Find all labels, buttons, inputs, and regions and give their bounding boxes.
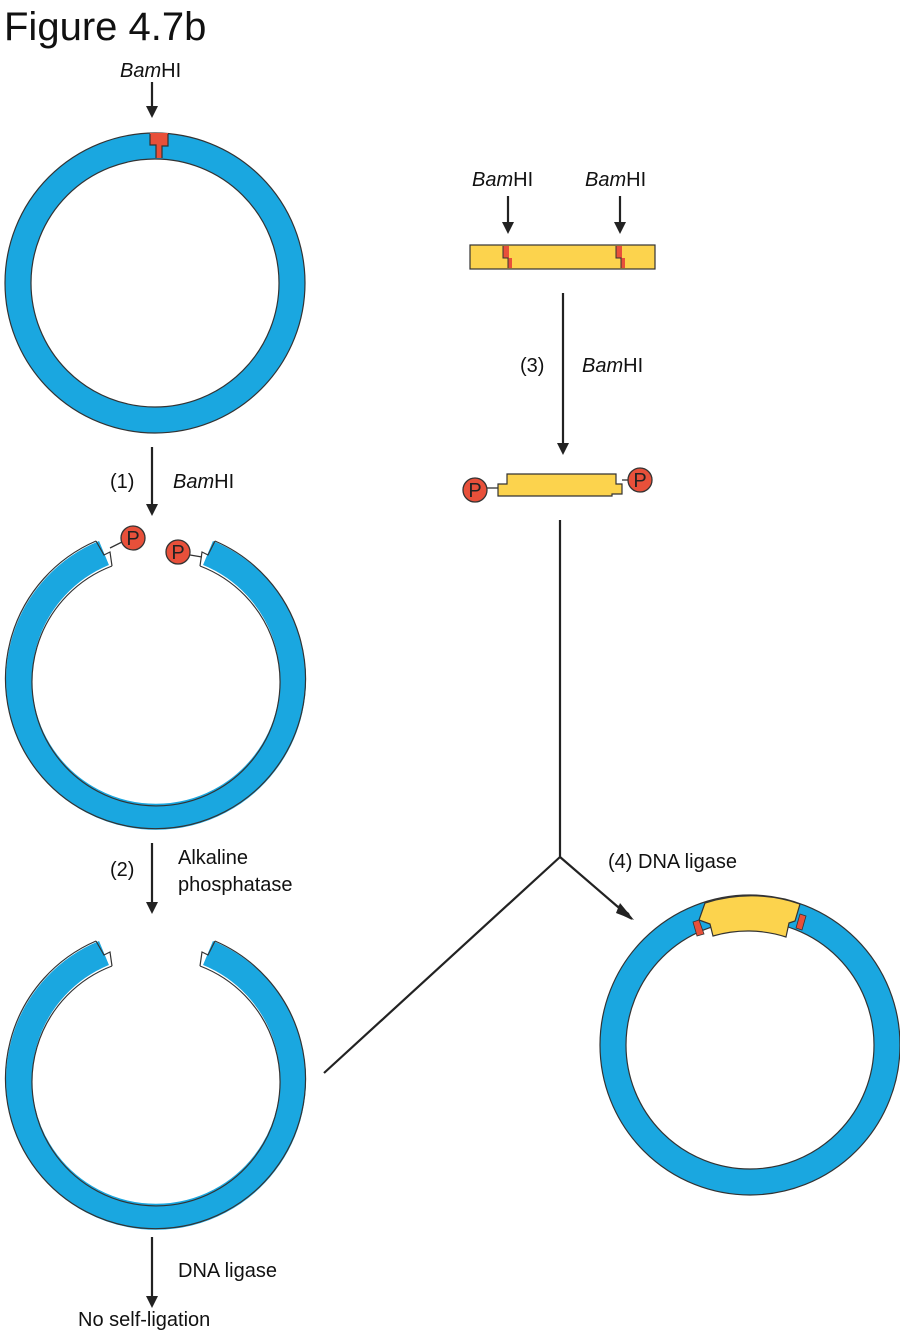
step3-enzyme-label: BamHI — [582, 355, 643, 377]
svg-text:P: P — [468, 480, 481, 502]
figure-title: Figure 4.7b — [4, 5, 206, 49]
plasmid-intact — [4, 132, 306, 434]
recombinant-plasmid — [599, 894, 900, 1196]
arrow-top — [146, 82, 158, 118]
phosphate-right: P — [165, 539, 191, 565]
bamhi-top-label: BamHI — [120, 60, 181, 82]
bottom-ligase-label: DNA ligase — [178, 1260, 277, 1282]
phosphate-left: P — [120, 525, 146, 551]
step2-label-line1: Alkaline — [178, 847, 248, 869]
insert-fragment — [469, 244, 656, 270]
plasmid-cut-phosphorylated: P P — [4, 525, 307, 830]
arrow-bottom — [146, 1237, 158, 1308]
no-self-ligation-label: No self-ligation — [78, 1309, 210, 1331]
svg-text:P: P — [126, 528, 139, 550]
insert-bamhi-left-label: BamHI — [472, 169, 533, 191]
phosphate-insert-right: P — [627, 467, 653, 493]
step2-number: (2) — [110, 859, 134, 881]
arrow-step3 — [557, 293, 569, 455]
insert-bamhi-right-label: BamHI — [585, 169, 646, 191]
step1-number: (1) — [110, 471, 134, 493]
step3-number: (3) — [520, 355, 544, 377]
cut-site-mark — [150, 133, 168, 158]
phosphate-insert-left: P — [462, 477, 488, 503]
plasmid-cut-dephosphorylated — [4, 940, 307, 1230]
step4-label: (4) DNA ligase — [608, 851, 737, 873]
arrow-insert-right — [614, 196, 626, 234]
joining-lines — [323, 520, 634, 1074]
inserted-fragment — [698, 895, 801, 938]
svg-text:P: P — [633, 470, 646, 492]
step2-label-line2: phosphatase — [178, 874, 293, 896]
arrow-insert-left — [502, 196, 514, 234]
arrow-step1 — [146, 447, 158, 516]
insert-cut-phosphorylated: P P — [462, 467, 653, 503]
svg-text:P: P — [171, 542, 184, 564]
step1-enzyme-label: BamHI — [173, 471, 234, 493]
arrow-step2 — [146, 843, 158, 914]
